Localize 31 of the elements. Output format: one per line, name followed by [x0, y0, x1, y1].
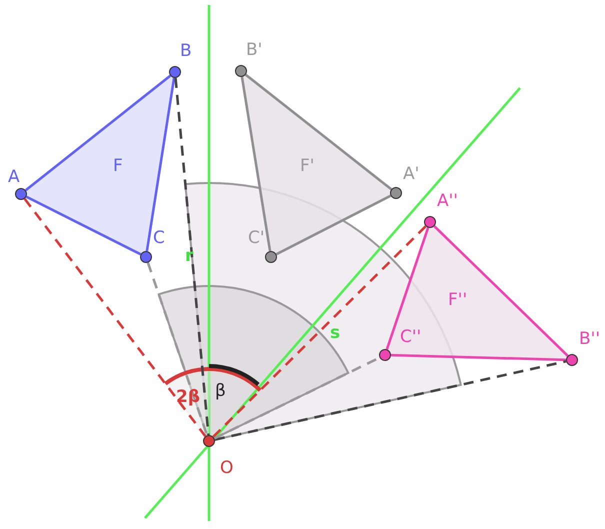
shape-label: F [113, 158, 123, 175]
triangle-side [240, 76, 272, 252]
point-label: C' [248, 230, 265, 247]
triangle-side [146, 78, 176, 252]
point-label: B [180, 43, 192, 60]
line-label: s [330, 325, 340, 342]
triangle-side [24, 74, 172, 192]
triangle-side [433, 225, 569, 357]
triangle-side [386, 227, 430, 350]
angle-label: β [215, 383, 226, 400]
dashed-line [212, 225, 427, 438]
point-label: A [8, 169, 20, 186]
dashed-line [174, 78, 210, 436]
angle-label: 2β [176, 389, 200, 406]
point-label: C [153, 230, 165, 247]
dashed-line [24, 198, 206, 437]
point-label: A' [403, 166, 420, 183]
triangle-side [244, 74, 392, 190]
point-label: A'' [437, 193, 458, 210]
dashed-line [214, 360, 566, 441]
shape-label: F'' [448, 292, 468, 309]
line-label: r [185, 248, 194, 265]
point-label: O [220, 460, 234, 477]
triangle-side [390, 354, 566, 362]
point-label: C'' [400, 329, 422, 346]
point-label: B'' [579, 331, 600, 348]
point-label: B' [246, 42, 262, 59]
triangle-side [276, 194, 392, 256]
dashed-line [146, 262, 208, 436]
triangle-side [26, 196, 142, 256]
shape-label: F' [300, 158, 314, 175]
